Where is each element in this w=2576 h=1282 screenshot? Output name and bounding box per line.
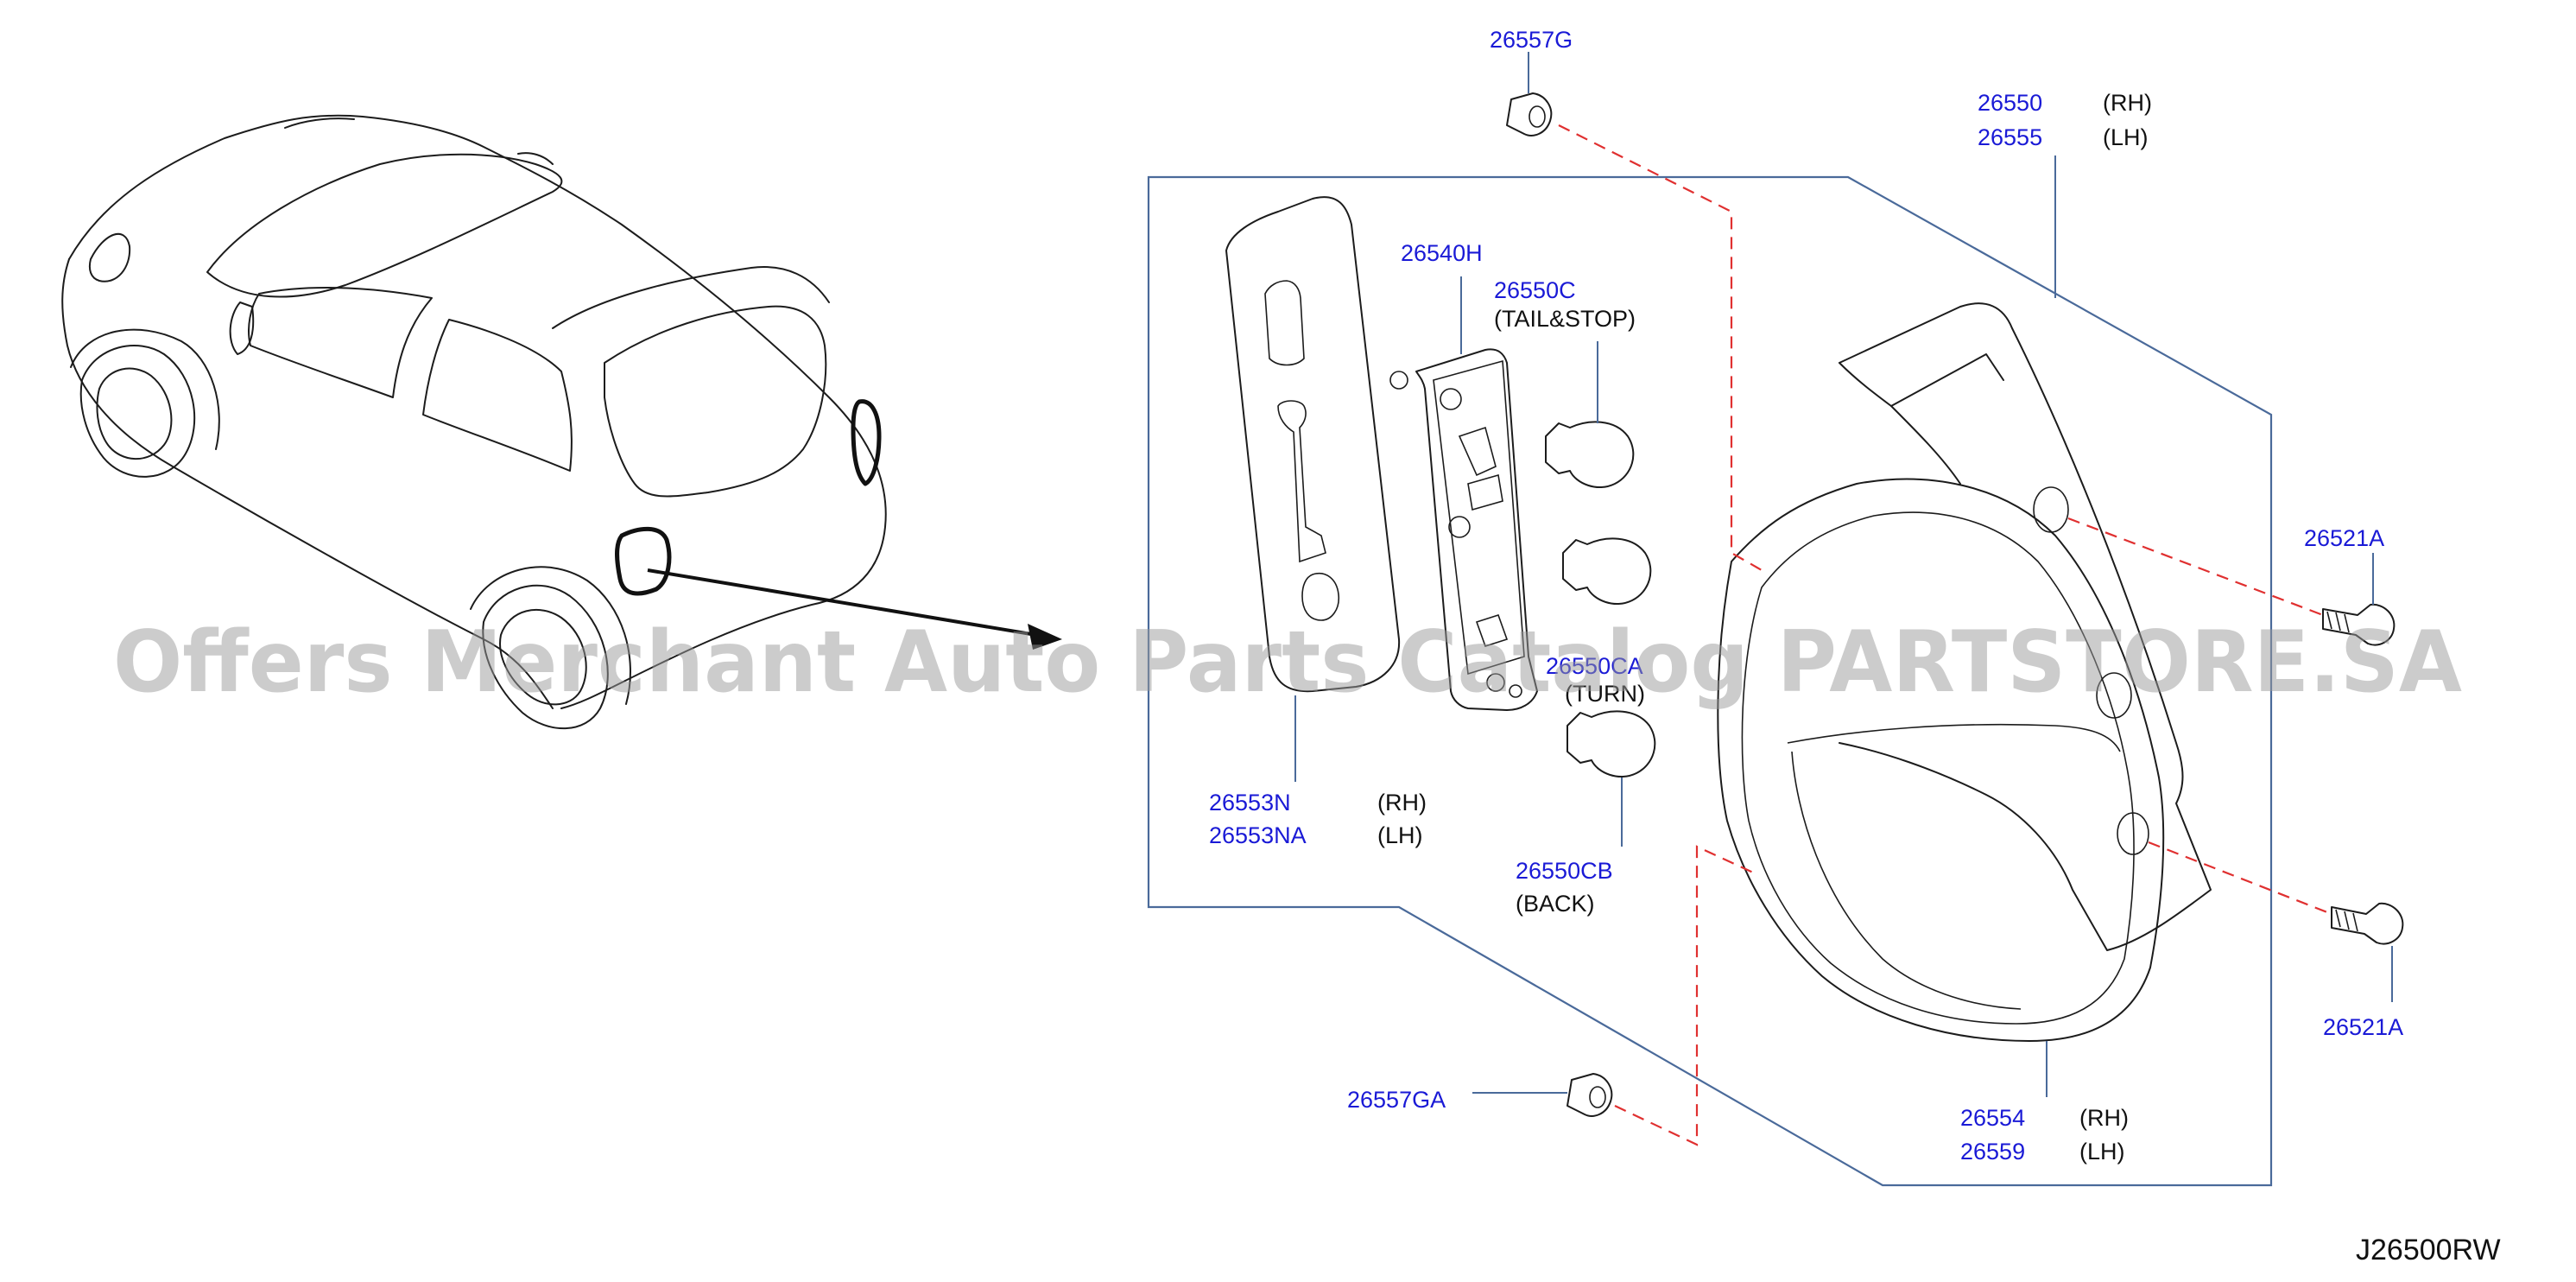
- watermark: Offers Merchant Auto Parts Catalog PARTS…: [113, 613, 2462, 712]
- hidden-line-screw-lower: [2148, 841, 2332, 916]
- reference-code: J26500RW: [2356, 1234, 2501, 1266]
- arrow-head: [1028, 624, 1062, 650]
- label-screw-lower: 26521A: [2323, 1014, 2403, 1040]
- gasket-plate: [1225, 196, 1401, 782]
- note-lamp-assy-rh: (RH): [2103, 90, 2152, 116]
- note-bulb-back: (BACK): [1516, 891, 1595, 917]
- note-lamp-assy-lh: (LH): [2103, 124, 2149, 150]
- hidden-line-top: [1558, 124, 1763, 571]
- hidden-line-screw-upper: [2067, 517, 2324, 617]
- bulb-turn: [1562, 537, 1652, 605]
- label-lens-rh: 26554: [1960, 1105, 2025, 1131]
- label-bulb-tail: 26550C: [1494, 277, 1576, 303]
- label-screw-upper: 26521A: [2304, 525, 2384, 551]
- label-socket: 26540H: [1401, 240, 1483, 266]
- label-clip-top: 26557G: [1490, 27, 1573, 53]
- note-gasket-lh: (LH): [1377, 822, 1423, 848]
- screw-lower: [2331, 902, 2404, 1002]
- label-lamp-assy-lh: 26555: [1978, 124, 2042, 150]
- label-bulb-turn: 26550CA: [1546, 653, 1643, 679]
- note-lens-rh: (RH): [2079, 1105, 2129, 1131]
- label-lamp-assy-rh: 26550: [1978, 90, 2042, 116]
- label-lens-lh: 26559: [1960, 1139, 2025, 1165]
- label-gasket-lh: 26553NA: [1209, 822, 1307, 848]
- label-gasket-rh: 26553N: [1209, 790, 1291, 816]
- lamp-housing: [1717, 155, 2212, 1097]
- socket-plate: [1389, 276, 1538, 711]
- detail-frame: [1147, 175, 2273, 1187]
- note-gasket-rh: (RH): [1377, 790, 1427, 816]
- note-bulb-tail: (TAIL&STOP): [1494, 306, 1636, 332]
- note-bulb-turn: (TURN): [1565, 681, 1645, 707]
- screw-upper: [2322, 553, 2396, 646]
- lamp-location-rear: [851, 399, 882, 486]
- lamp-location-side: [615, 526, 672, 596]
- bulb-back: [1566, 710, 1656, 847]
- bulb-tail-stop: [1545, 341, 1635, 488]
- hidden-line-bottom: [1614, 845, 1754, 1146]
- note-lens-lh: (LH): [2079, 1139, 2125, 1165]
- label-bulb-back: 26550CB: [1516, 858, 1613, 884]
- label-clip-bottom: 26557GA: [1347, 1087, 1446, 1113]
- clip-bottom: [1472, 1073, 1613, 1117]
- clip-top: [1506, 52, 1553, 136]
- vehicle-outline: [61, 114, 1062, 730]
